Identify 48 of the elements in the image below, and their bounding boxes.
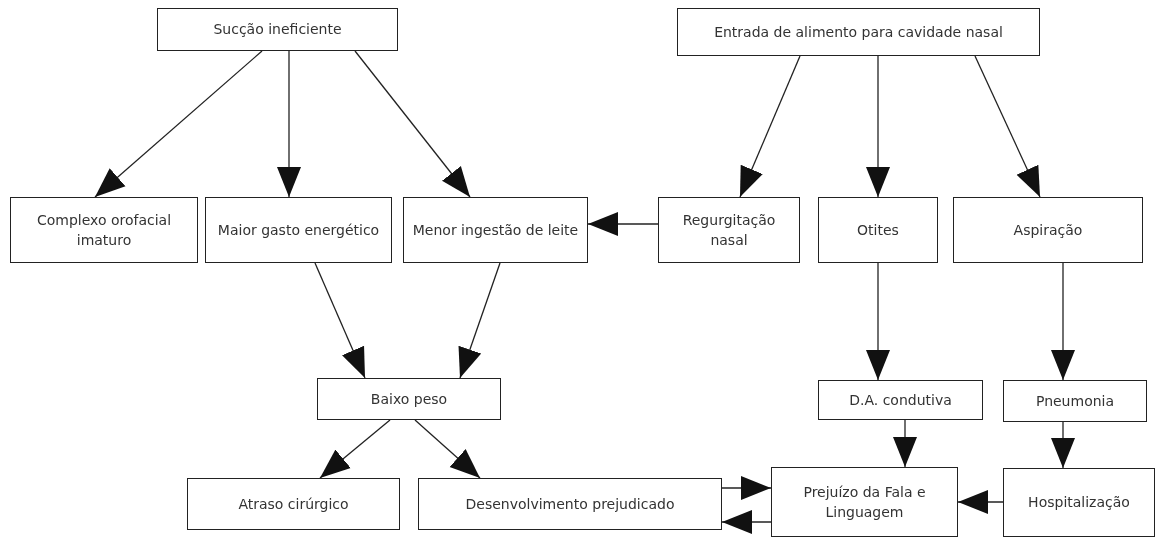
arrow bbox=[721, 510, 772, 534]
box-label: Baixo peso bbox=[370, 389, 448, 409]
box-label: Sucção ineficiente bbox=[213, 20, 342, 40]
process-box bbox=[1003, 468, 1155, 537]
arrow bbox=[354, 50, 471, 198]
process-box bbox=[818, 380, 983, 420]
arrow bbox=[721, 476, 772, 500]
box-label: Regurgitação nasal bbox=[681, 210, 777, 250]
box-label: Aspiração bbox=[1013, 220, 1083, 240]
process-box bbox=[818, 197, 938, 263]
box-label: Desenvolvimento prejudicado bbox=[465, 494, 675, 514]
process-box bbox=[1003, 380, 1147, 422]
process-box bbox=[10, 197, 198, 263]
process-box bbox=[771, 467, 958, 537]
box-label: D.A. condutiva bbox=[849, 390, 952, 410]
arrow bbox=[1051, 262, 1075, 381]
process-box bbox=[317, 378, 501, 420]
arrow bbox=[866, 262, 890, 381]
process-box bbox=[157, 8, 398, 51]
arrow bbox=[314, 262, 366, 379]
process-box bbox=[677, 8, 1040, 56]
box-label: Pneumonia bbox=[1035, 391, 1115, 411]
box-label: Maior gasto energético bbox=[217, 220, 380, 240]
box-label: Entrada de alimento para cavidade nasal bbox=[714, 22, 1003, 42]
arrow bbox=[1051, 421, 1075, 469]
process-box bbox=[403, 197, 588, 263]
arrow bbox=[974, 55, 1041, 198]
arrow bbox=[458, 262, 501, 379]
process-box bbox=[205, 197, 392, 263]
process-box bbox=[953, 197, 1143, 263]
process-box bbox=[187, 478, 400, 530]
box-label: Atraso cirúrgico bbox=[238, 494, 349, 514]
box-label: Prejuízo da Fala e Linguagem bbox=[802, 482, 927, 522]
box-label: Menor ingestão de leite bbox=[412, 220, 579, 240]
arrow bbox=[414, 419, 481, 479]
arrow bbox=[893, 419, 917, 468]
process-box bbox=[418, 478, 722, 530]
arrow bbox=[277, 50, 301, 198]
arrow bbox=[866, 55, 890, 198]
arrow bbox=[587, 212, 659, 236]
box-label: Hospitalização bbox=[1028, 493, 1130, 513]
box-label: Complexo orofacial imaturo bbox=[35, 210, 173, 250]
arrow bbox=[739, 55, 801, 198]
process-box bbox=[658, 197, 800, 263]
box-label: Otites bbox=[857, 220, 899, 240]
arrow bbox=[319, 419, 391, 479]
arrow bbox=[957, 490, 1004, 514]
arrow bbox=[94, 50, 263, 198]
